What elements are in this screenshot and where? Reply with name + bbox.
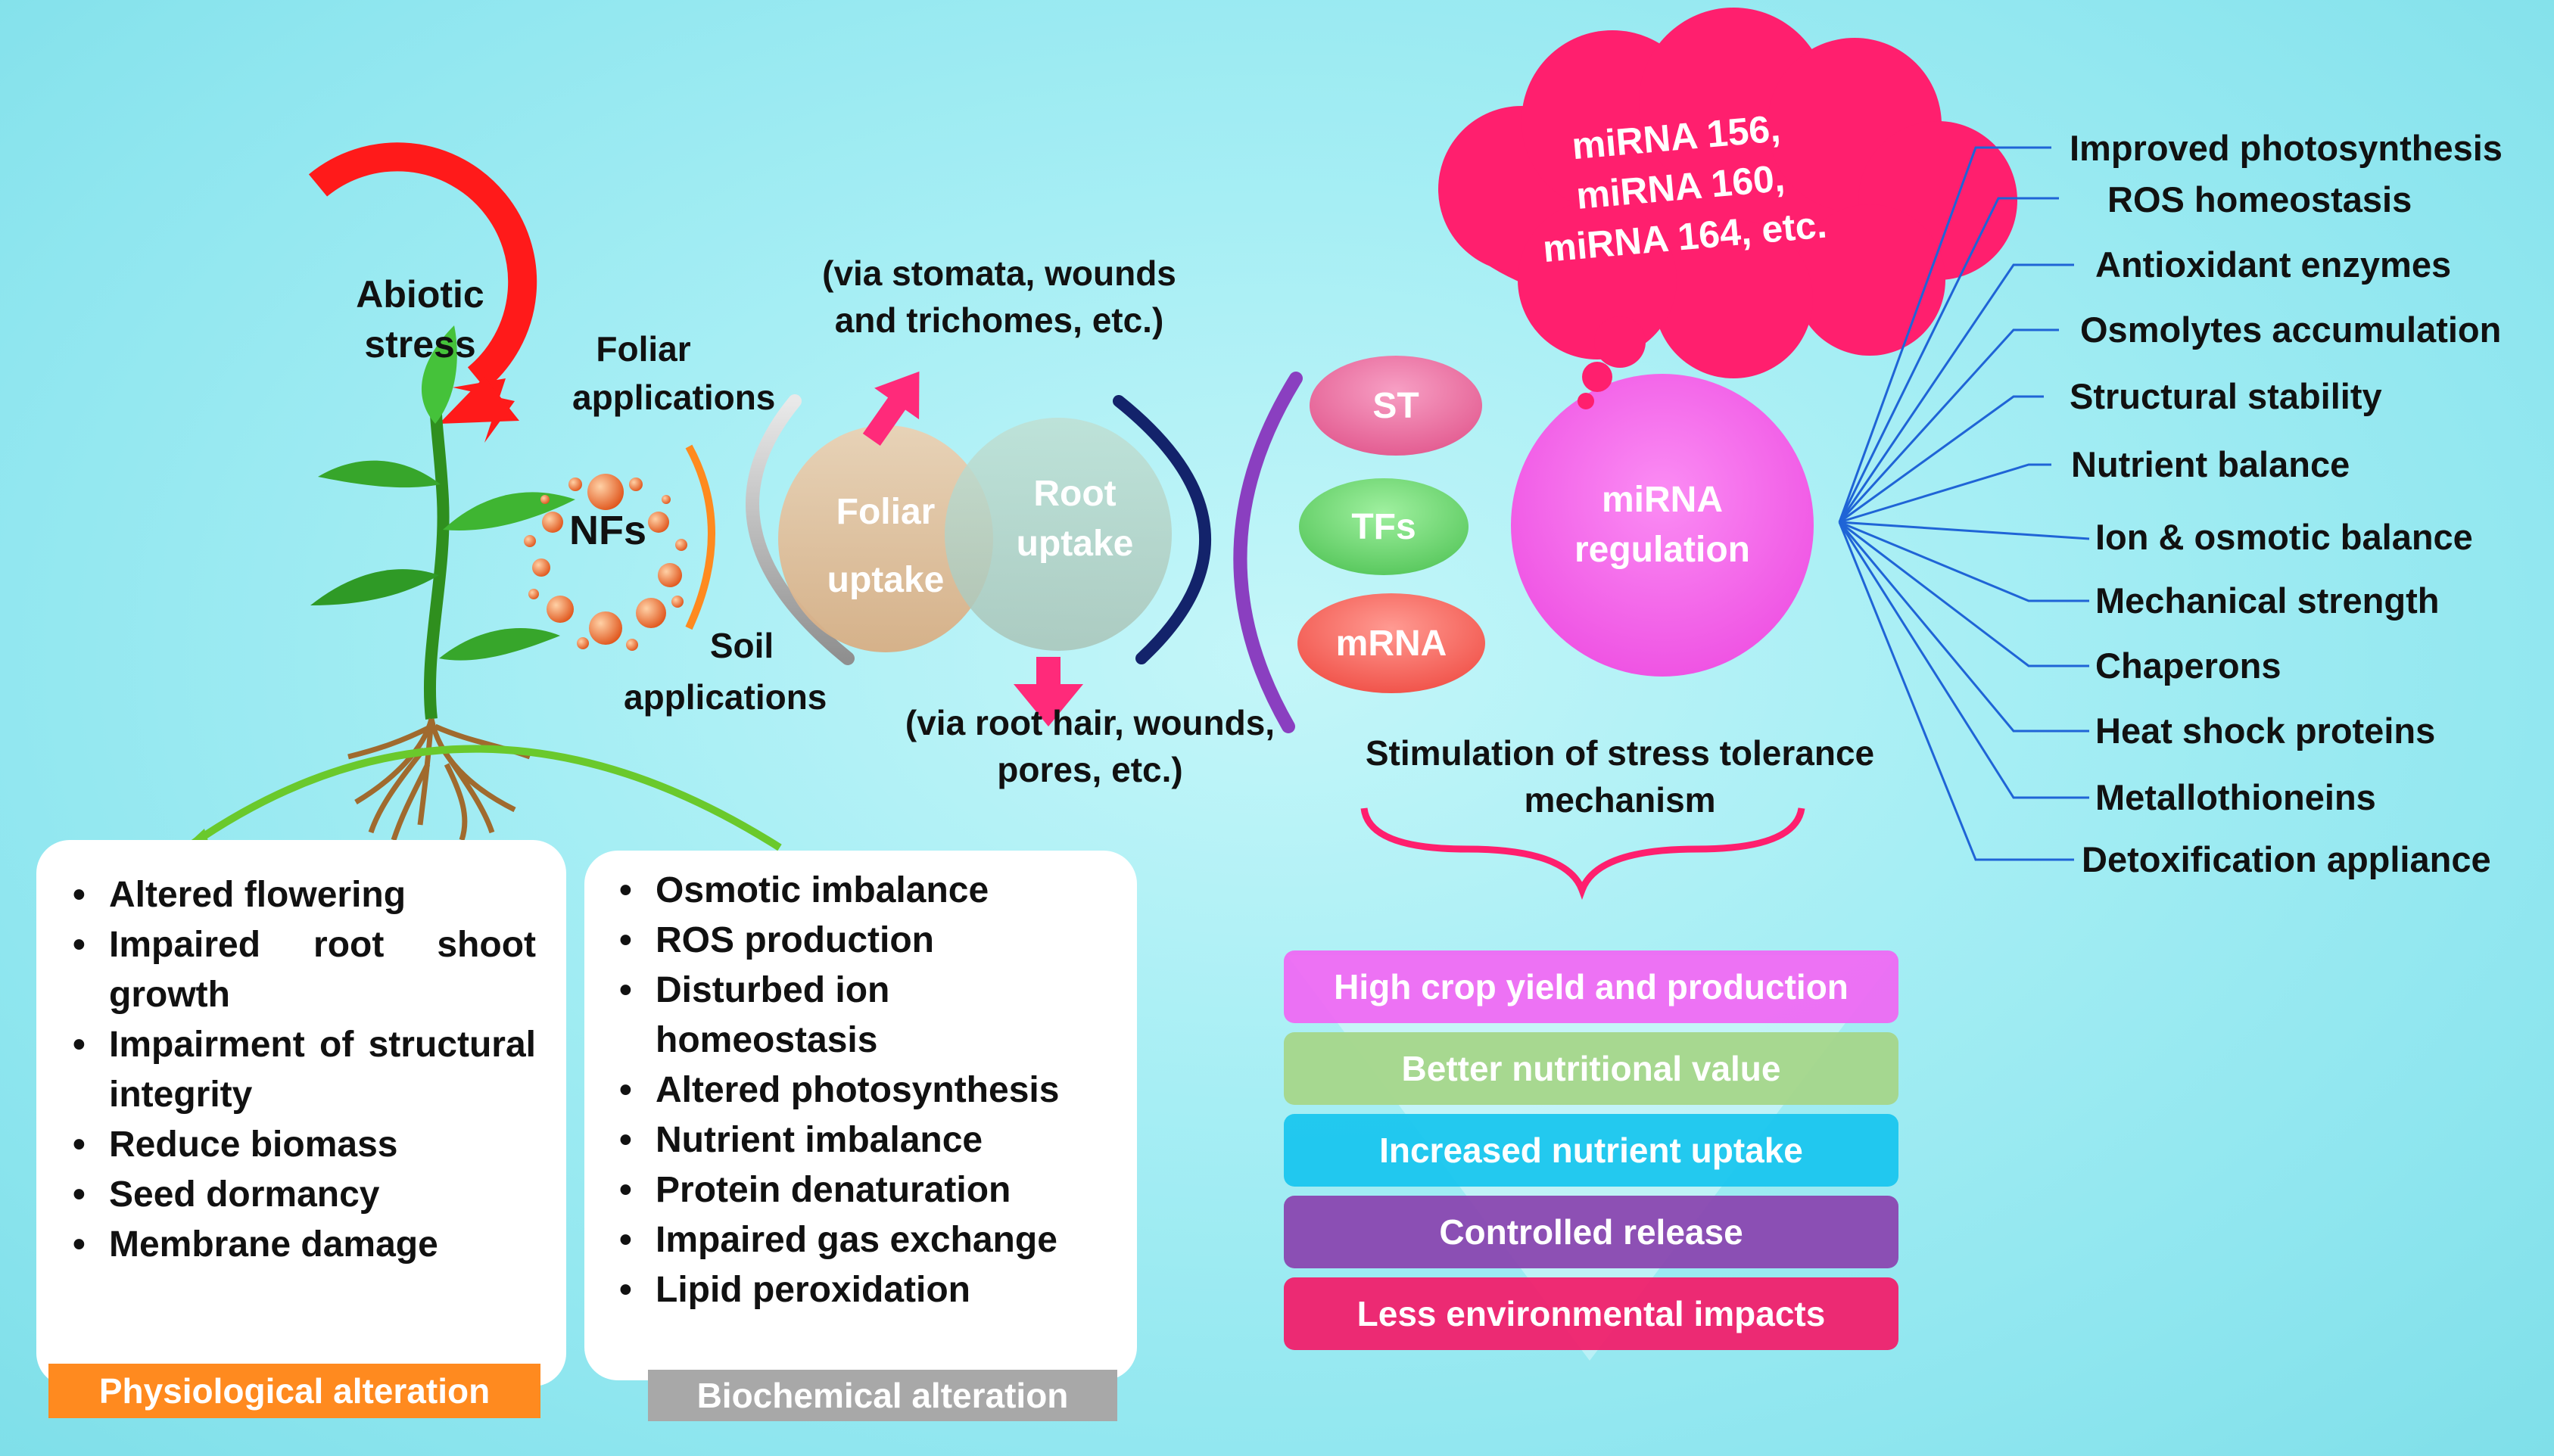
foliar-uptake-label: Foliar uptake: [795, 478, 976, 614]
stimulation-line1: Stimulation of stress tolerance: [1365, 733, 1875, 773]
nfs-label: NFs: [569, 508, 647, 553]
abiotic-stress-arrow-icon: [308, 142, 537, 443]
soil-applications-line2: applications: [624, 677, 827, 717]
mrna-ellipse: [1297, 593, 1485, 693]
outcome-bar-4: Controlled release: [1284, 1196, 1898, 1268]
list-item: ROS production: [606, 916, 1114, 966]
outcome-bar-2: Better nutritional value: [1284, 1032, 1898, 1105]
soil-applications-line1: Soil: [709, 626, 774, 665]
root-uptake-label: Root uptake: [984, 469, 1166, 569]
nanofertilizer-particles-icon: [524, 474, 687, 651]
list-item: Seed dormancy: [59, 1170, 536, 1220]
list-item: Nutrient imbalance: [606, 1115, 1114, 1165]
mirna-regulation-circle: [1511, 374, 1814, 677]
stimulation-line2: mechanism: [1524, 780, 1716, 820]
outcome-bar-5: Less environmental impacts: [1284, 1277, 1898, 1350]
root-uptake-line1: Root: [1033, 474, 1117, 514]
list-item: Osmotic imbalance: [606, 866, 1114, 916]
list-item: Altered flowering: [59, 870, 536, 920]
abiotic-stress-label: Abiotic stress: [310, 269, 530, 369]
benefit-connector-lines: [1838, 146, 2090, 861]
biochemical-list: Osmotic imbalance ROS production Disturb…: [606, 866, 1114, 1315]
mirna-regulation-line1: miRNA: [1601, 480, 1723, 520]
list-item: Lipid peroxidation: [606, 1265, 1114, 1315]
mrna-label: mRNA: [1335, 624, 1447, 664]
biochemical-alteration-label: Biochemical alteration: [648, 1370, 1117, 1421]
foliar-uptake-line1: Foliar: [836, 492, 936, 532]
benefit-item: Antioxidant enzymes: [2095, 244, 2452, 285]
benefit-item: Improved photosynthesis: [2070, 128, 2503, 168]
list-item: Reduce biomass: [59, 1120, 536, 1170]
orange-bracket-icon: [685, 444, 715, 630]
list-item: Impaired gas exchange: [606, 1215, 1114, 1265]
abiotic-line2: stress: [364, 323, 476, 366]
benefit-item: Nutrient balance: [2071, 444, 2350, 484]
mirna-regulation-line2: regulation: [1574, 530, 1750, 570]
via-root-line1: (via root hair, wounds,: [905, 703, 1275, 742]
benefit-item: Structural stability: [2070, 376, 2382, 416]
via-stomata-line1: (via stomata, wounds: [822, 254, 1176, 293]
st-label: ST: [1372, 386, 1419, 426]
via-root-label: (via root hair, wounds, pores, etc.): [871, 699, 1310, 793]
benefit-item: Heat shock proteins: [2095, 711, 2436, 751]
root-uptake-circle: [945, 418, 1172, 651]
physiological-alteration-label: Physiological alteration: [48, 1364, 540, 1418]
list-item: Impaired root shoot growth: [59, 920, 536, 1020]
foliar-arrow-icon: [862, 371, 920, 446]
physiological-list: Altered flowering Impaired root shoot gr…: [59, 870, 536, 1270]
benefit-item: Ion & osmotic balance: [2095, 517, 2473, 557]
benefit-item: Osmolytes accumulation: [2080, 310, 2502, 350]
foliar-uptake-circle: [778, 425, 993, 652]
outcome-bar-1: High crop yield and production: [1284, 950, 1898, 1023]
list-item: Altered photosynthesis: [606, 1066, 1114, 1115]
benefit-item: ROS homeostasis: [2107, 179, 2412, 219]
mirna-regulation-label: miRNA regulation: [1511, 475, 1814, 575]
foliar-applications-line2: applications: [572, 378, 776, 417]
benefit-item: Detoxification appliance: [2082, 839, 2491, 879]
via-stomata-line2: and trichomes, etc.): [834, 300, 1164, 340]
root-uptake-line2: uptake: [1016, 524, 1134, 564]
via-root-line2: pores, etc.): [997, 750, 1183, 789]
navy-bracket-icon: [1113, 395, 1212, 664]
grey-bracket-icon: [746, 394, 855, 665]
mirna-cloud-icon: [1438, 8, 2017, 409]
tfs-label: TFs: [1351, 507, 1416, 547]
physiological-alteration-box: Altered flowering Impaired root shoot gr…: [36, 840, 566, 1386]
via-stomata-label: (via stomata, wounds and trichomes, etc.…: [787, 250, 1211, 344]
purple-bracket-icon: [1233, 372, 1303, 733]
list-item: Disturbed ion homeostasis: [606, 966, 1114, 1066]
foliar-applications-label: Foliar: [560, 325, 727, 372]
stimulation-label: Stimulation of stress tolerance mechanis…: [1317, 730, 1923, 823]
abiotic-line1: Abiotic: [356, 273, 484, 316]
list-item: Protein denaturation: [606, 1165, 1114, 1215]
plant-seedling-icon: [310, 325, 575, 842]
st-ellipse: [1310, 356, 1482, 456]
biochemical-alteration-box: Osmotic imbalance ROS production Disturb…: [584, 851, 1137, 1380]
outcome-bar-3: Increased nutrient uptake: [1284, 1114, 1898, 1187]
foliar-applications-line1: Foliar: [596, 329, 691, 369]
benefit-item: Metallothioneins: [2095, 777, 2376, 817]
list-item: Membrane damage: [59, 1220, 536, 1270]
benefit-item: Mechanical strength: [2095, 580, 2440, 621]
curly-brace-icon: [1360, 807, 1805, 900]
root-arrow-icon: [1014, 657, 1083, 726]
list-item: Impairment of structural integrity: [59, 1020, 536, 1120]
benefit-item: Chaperons: [2095, 646, 2281, 686]
tfs-ellipse: [1299, 478, 1469, 575]
foliar-uptake-line2: uptake: [827, 560, 945, 600]
